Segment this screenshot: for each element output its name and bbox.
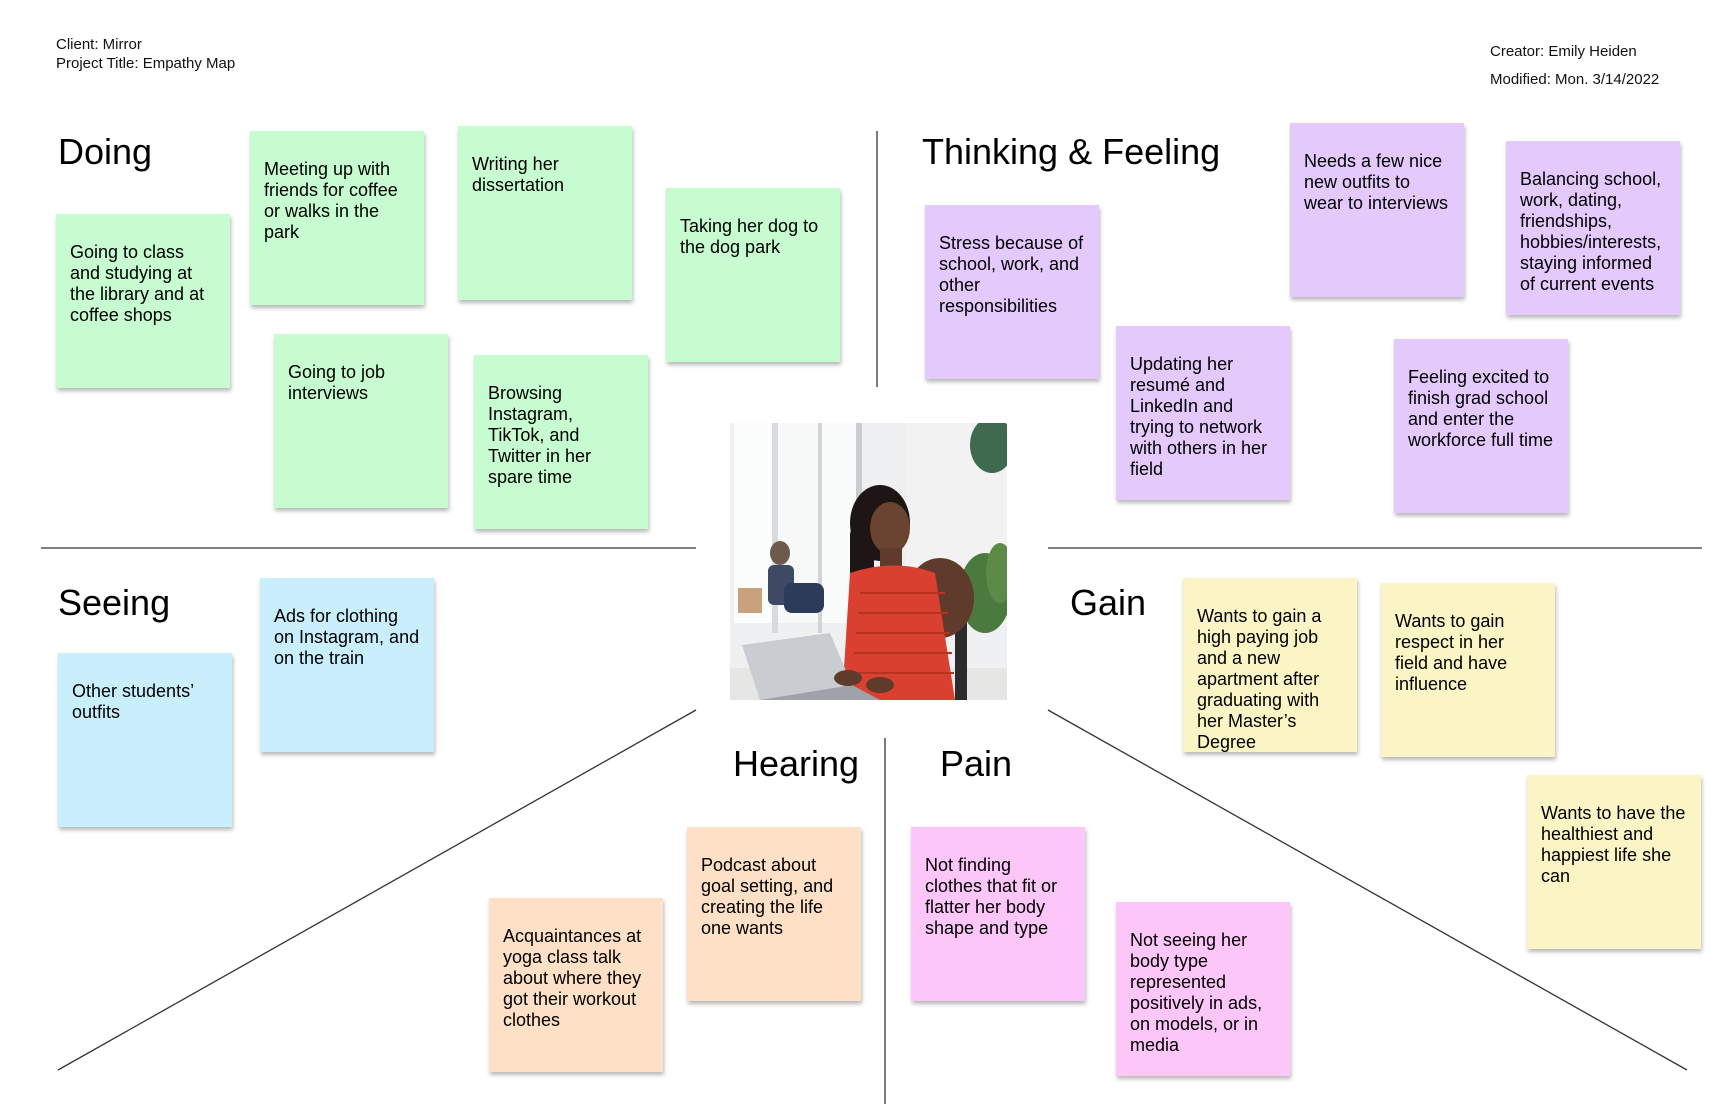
- woman-working-on-laptop-photo: [730, 423, 1007, 700]
- modified-date: Modified: Mon. 3/14/2022: [1490, 71, 1660, 88]
- project-title: Project Title: Empathy Map: [56, 55, 236, 72]
- doing-sticky-note[interactable]: Going to job interviews: [274, 334, 448, 508]
- doing-sticky-note[interactable]: Browsing Instagram, TikTok, and Twitter …: [474, 355, 648, 529]
- seeing-sticky-note[interactable]: Ads for clothing on Instagram, and on th…: [260, 578, 434, 752]
- seeing-heading: Seeing: [58, 582, 171, 623]
- pain-heading: Pain: [940, 743, 1013, 784]
- doing-sticky-note[interactable]: Writing her dissertation: [458, 126, 632, 300]
- doing-sticky-note[interactable]: Going to class and studying at the libra…: [56, 214, 230, 388]
- gain-sticky-note[interactable]: Wants to gain respect in her field and h…: [1381, 583, 1555, 757]
- thinking-feeling-heading: Thinking & Feeling: [922, 131, 1221, 172]
- thinking-feeling-sticky-note[interactable]: Needs a few nice new outfits to wear to …: [1290, 123, 1464, 297]
- gain-sticky-note[interactable]: Wants to have the healthiest and happies…: [1527, 775, 1701, 949]
- pain-sticky-note[interactable]: Not finding clothes that fit or flatter …: [911, 827, 1085, 1001]
- persona-photo: [730, 423, 1007, 700]
- divider-right-diagonal: [1047, 709, 1688, 1071]
- creator-label: Creator: Emily Heiden: [1490, 43, 1637, 60]
- doing-sticky-note[interactable]: Meeting up with friends for coffee or wa…: [250, 131, 424, 305]
- project-info: Client: Mirror Project Title: Empathy Ma…: [56, 35, 235, 73]
- thinking-feeling-sticky-note[interactable]: Balancing school, work, dating, friendsh…: [1506, 141, 1680, 315]
- thinking-feeling-sticky-note[interactable]: Updating her resumé and LinkedIn and try…: [1116, 326, 1290, 500]
- client-label: Client: Mirror: [56, 36, 142, 53]
- hearing-heading: Hearing: [733, 743, 860, 784]
- seeing-sticky-note[interactable]: Other students’ outfits: [58, 653, 232, 827]
- hearing-sticky-note[interactable]: Podcast about goal setting, and creating…: [687, 827, 861, 1001]
- doing-heading: Doing: [58, 131, 153, 172]
- thinking-feeling-sticky-note[interactable]: Feeling excited to finish grad school an…: [1394, 339, 1568, 513]
- thinking-feeling-sticky-note[interactable]: Stress because of school, work, and othe…: [925, 205, 1099, 379]
- creator-info: Creator: Emily Heiden Modified: Mon. 3/1…: [1490, 38, 1659, 94]
- hearing-sticky-note[interactable]: Acquaintances at yoga class talk about w…: [489, 898, 663, 1072]
- pain-sticky-note[interactable]: Not seeing her body type represented pos…: [1116, 902, 1290, 1076]
- divider-left-diagonal: [57, 709, 697, 1071]
- gain-sticky-note[interactable]: Wants to gain a high paying job and a ne…: [1183, 578, 1357, 752]
- gain-heading: Gain: [1070, 582, 1147, 623]
- doing-sticky-note[interactable]: Taking her dog to the dog park: [666, 188, 840, 362]
